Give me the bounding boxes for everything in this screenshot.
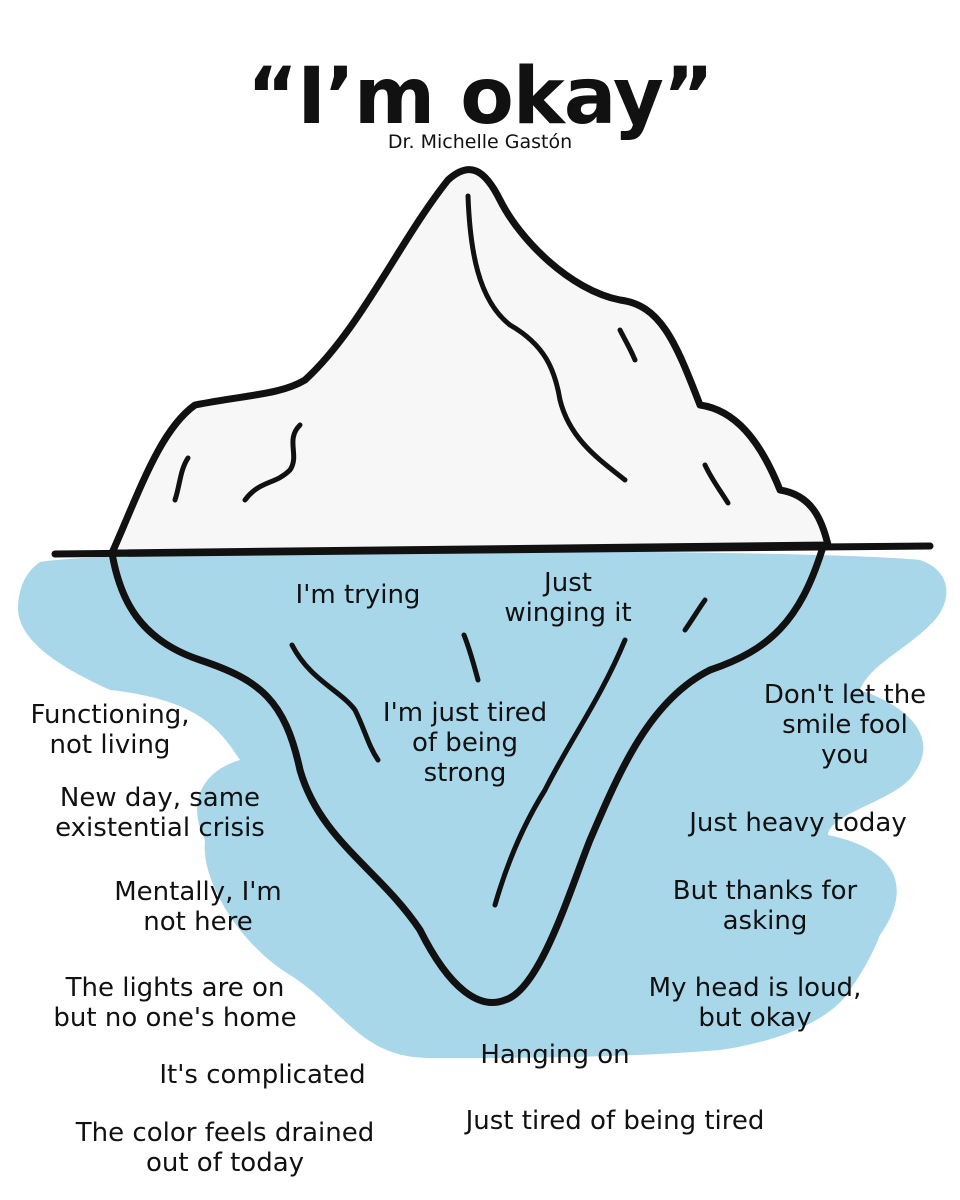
label-trying: I'm trying: [295, 580, 421, 610]
crevice-line: [465, 193, 628, 483]
author-name: Dr. Michelle Gastón: [387, 131, 573, 153]
label-smile: Don't let the smile fool you: [763, 680, 927, 770]
label-tired-tired: Just tired of being tired: [465, 1106, 765, 1136]
crevice-line: [492, 637, 628, 908]
label-new-day: New day, same existential crisis: [55, 783, 265, 843]
crevice-line: [682, 597, 708, 633]
label-hanging: Hanging on: [480, 1040, 630, 1070]
crevice-line: [702, 462, 731, 506]
label-tired-strong: I'm just tired of being strong: [382, 698, 548, 788]
waterline: [51, 542, 934, 558]
crevice-line: [461, 632, 481, 683]
label-thanks: But thanks for asking: [672, 876, 858, 936]
crevice-line: [289, 642, 381, 763]
crevice-line: [242, 422, 303, 503]
label-color-drained: The color feels drained out of today: [75, 1118, 375, 1178]
ice-crevices: [172, 193, 731, 908]
iceberg-tip: [108, 166, 832, 557]
label-complicated: It's complicated: [159, 1060, 366, 1090]
label-mentally: Mentally, I'm not here: [114, 877, 282, 937]
label-lights: The lights are on but no one's home: [53, 973, 297, 1033]
page-title: “I’m okay”: [246, 52, 714, 142]
iceberg-underwater: [108, 546, 826, 1006]
label-functioning: Functioning, not living: [30, 700, 190, 760]
crevice-line: [172, 455, 191, 503]
label-winging: Just winging it: [504, 568, 632, 628]
crevice-line: [617, 327, 638, 363]
water-area: [18, 551, 947, 1058]
label-heavy: Just heavy today: [689, 808, 907, 838]
label-head-loud: My head is loud, but okay: [648, 973, 862, 1033]
